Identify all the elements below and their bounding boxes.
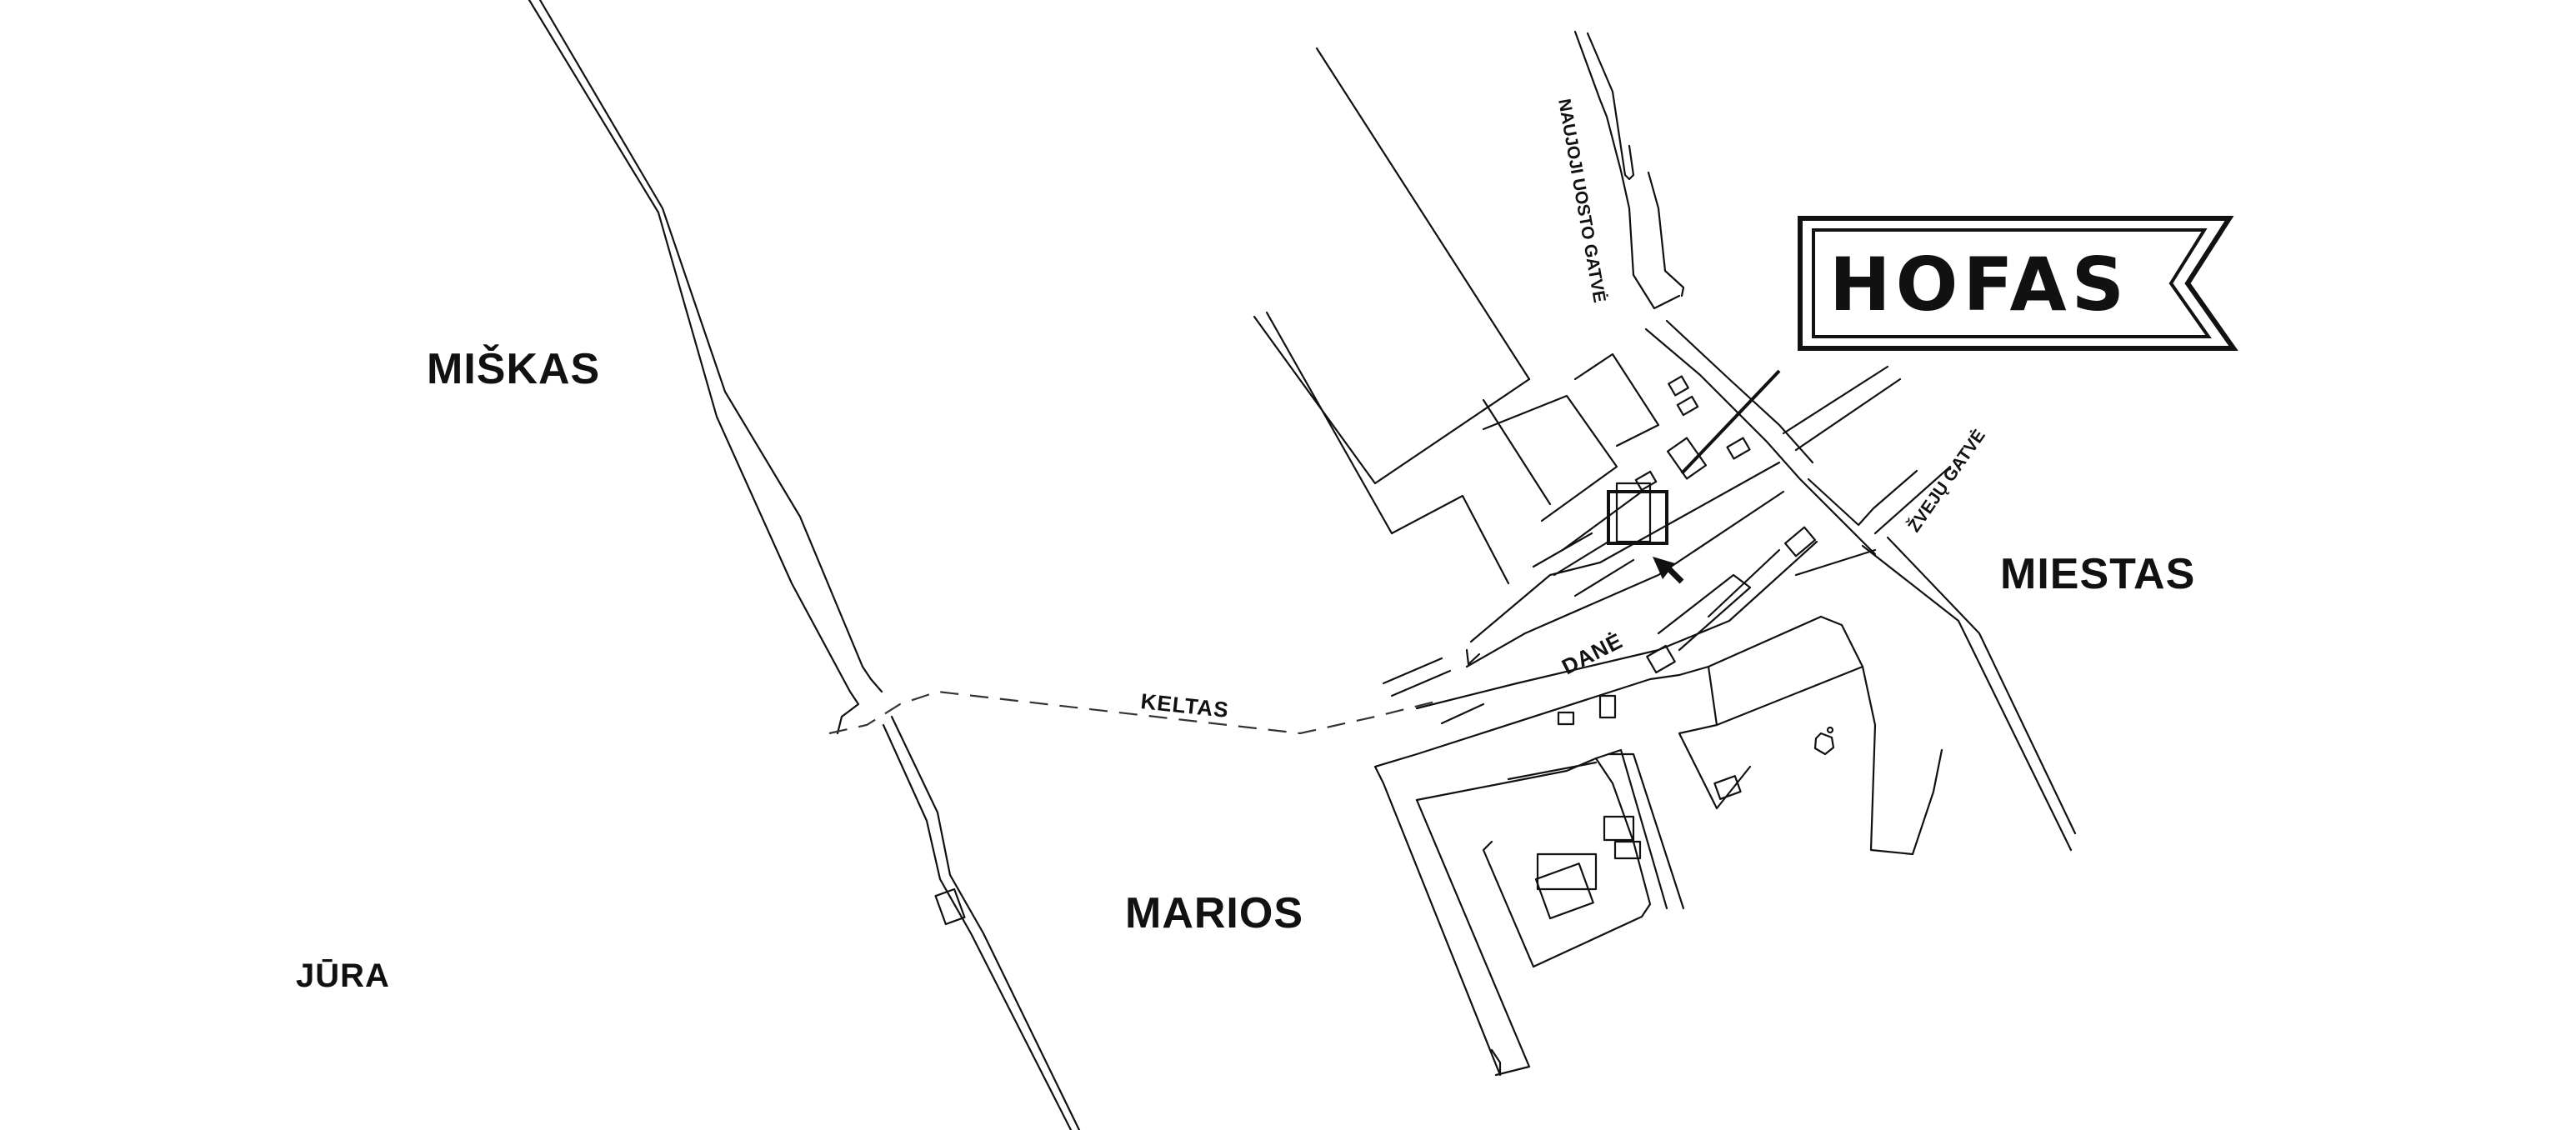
ferry-label: KELTAS: [1139, 688, 1230, 722]
forest-label: MIŠKAS: [427, 344, 600, 393]
brand-name: HOFAS: [1829, 242, 2129, 328]
lower-quay: [1373, 615, 1943, 1077]
port-street-label: NAUJOJI UOSTO GATVĖ: [1554, 98, 1609, 304]
street-network: [1573, 30, 2077, 852]
location-marker: [1607, 369, 1781, 584]
spit-coastline: [528, 0, 1081, 1130]
ferry-route: [828, 690, 1443, 735]
city-label: MIESTAS: [2000, 550, 2195, 598]
lagoon-label: MARIOS: [1125, 889, 1303, 938]
hofas-logo-flag: [1798, 216, 2238, 351]
port-area: [1253, 47, 1818, 726]
fishers-street-label: ŽVEJŲ GATVĖ: [1903, 426, 1988, 536]
river-label: DANĖ: [1558, 628, 1627, 679]
sea-label: JŪRA: [296, 958, 390, 994]
